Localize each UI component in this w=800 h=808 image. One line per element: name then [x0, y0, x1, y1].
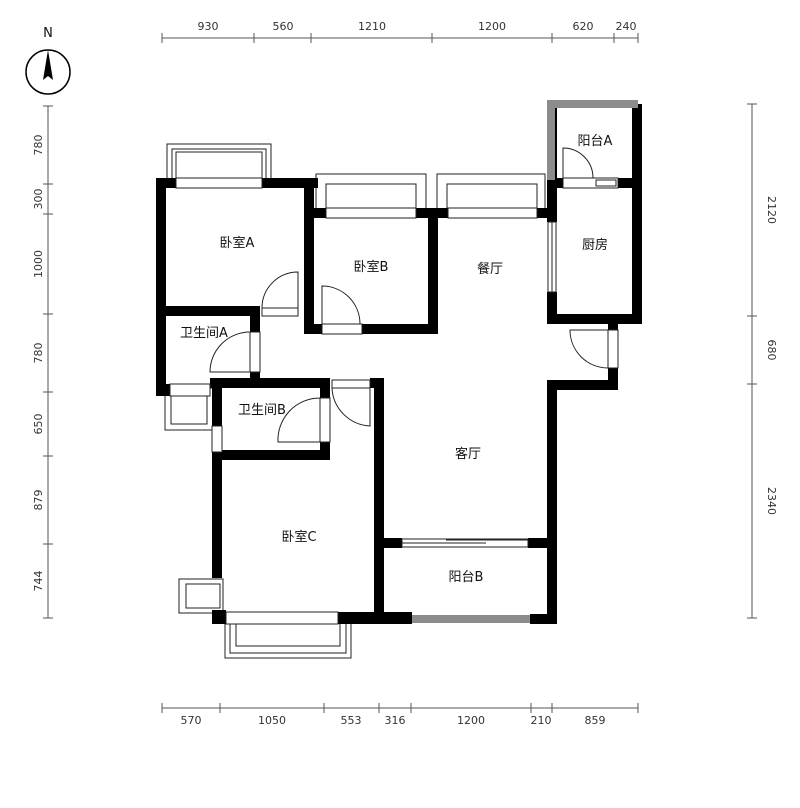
dim-bottom-4: 316	[385, 714, 406, 727]
room-bath-b: 卫生间B	[238, 403, 286, 418]
dim-bottom-2: 1050	[258, 714, 286, 727]
dim-left-5: 650	[32, 414, 45, 435]
room-bath-a: 卫生间A	[180, 326, 228, 341]
doors	[209, 147, 619, 443]
dim-left-6: 879	[32, 490, 45, 511]
railings	[412, 100, 638, 623]
dim-bottom-3: 553	[341, 714, 362, 727]
room-bedroom-b: 卧室B	[354, 259, 389, 275]
dim-left-3: 1000	[32, 250, 45, 278]
dim-left-4: 780	[32, 343, 45, 364]
dim-top-6: 240	[616, 20, 637, 33]
room-living: 客厅	[455, 446, 481, 462]
dimension-bottom: 570 1050 553 316 1200 210 859	[161, 703, 639, 727]
dim-bottom-1: 570	[181, 714, 202, 727]
room-kitchen: 厨房	[582, 237, 608, 253]
dim-top-2: 560	[273, 20, 294, 33]
dimension-top: 930 560 1210 1200 620 240	[161, 20, 639, 43]
room-bedroom-c: 卧室C	[281, 529, 316, 545]
room-labels: 卧室A 卧室B 餐厅 厨房 阳台A 卫生间A 卫生间B 客厅 卧室C 阳台B	[180, 134, 613, 585]
dim-right-2: 680	[765, 340, 778, 361]
door-bedroom-c	[331, 379, 371, 427]
dim-bottom-5: 1200	[457, 714, 485, 727]
dim-bottom-7: 859	[585, 714, 606, 727]
dim-left-7: 744	[32, 571, 45, 592]
windows	[169, 177, 619, 625]
door-bath-b	[277, 397, 331, 443]
door-entrance	[569, 329, 619, 369]
room-balcony-b: 阳台B	[449, 570, 484, 585]
door-bedroom-b	[321, 285, 363, 335]
room-dining: 餐厅	[477, 261, 503, 277]
dim-right-1: 2120	[765, 196, 778, 224]
dim-top-4: 1200	[478, 20, 506, 33]
door-balcony-a	[562, 147, 594, 179]
bay-windows	[164, 143, 546, 659]
door-bedroom-a	[261, 271, 299, 317]
dim-bottom-6: 210	[531, 714, 552, 727]
dim-left-2: 300	[32, 189, 45, 210]
room-balcony-a: 阳台A	[578, 134, 613, 149]
dim-right-3: 2340	[765, 487, 778, 515]
compass: N	[25, 26, 71, 95]
dim-top-3: 1210	[358, 20, 386, 33]
door-bath-a	[209, 331, 261, 373]
room-bedroom-a: 卧室A	[220, 235, 255, 251]
dimension-right: 2120 680 2340	[747, 103, 778, 619]
compass-label: N	[43, 26, 53, 41]
dim-top-5: 620	[573, 20, 594, 33]
dim-left-1: 780	[32, 135, 45, 156]
dimension-left: 780 300 1000 780 650 879 744	[32, 105, 53, 619]
dim-top-1: 930	[198, 20, 219, 33]
